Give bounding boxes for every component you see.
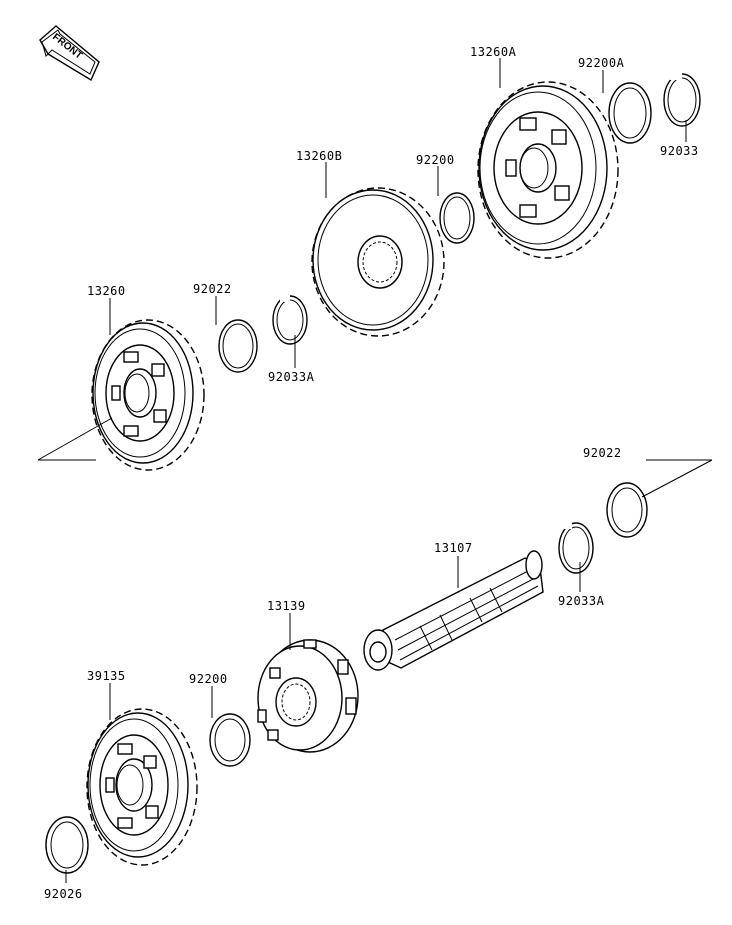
leader-lines [65, 58, 687, 883]
label-13260a: 13260A [470, 45, 517, 59]
label-92200-upper: 92200 [416, 153, 455, 167]
gear-39135 [86, 708, 198, 866]
gear-13260b [311, 187, 445, 337]
label-13139: 13139 [267, 599, 306, 613]
label-92022-lower: 92022 [583, 446, 622, 460]
label-13260b: 13260B [296, 149, 342, 163]
axis-line-upper-left [37, 417, 113, 461]
label-39135: 39135 [87, 669, 126, 683]
shaft-13107 [363, 550, 544, 671]
front-direction-badge: FRONT [39, 25, 100, 82]
label-92033a-lower: 92033A [558, 594, 605, 608]
axis-line-lower-right [641, 459, 713, 498]
hub-13139 [257, 639, 359, 753]
circlip-92033a-upper [272, 295, 308, 345]
washer-92200-lower [209, 713, 251, 767]
washer-92022-lower [606, 482, 648, 538]
circlip-92033a-lower [558, 522, 594, 574]
gear-13260a [477, 81, 619, 259]
circlip-92033 [663, 72, 701, 127]
part-labels: 13260A 92200A 92033 13260B 92200 13260 9… [44, 45, 699, 901]
label-92033a-upper: 92033A [268, 370, 315, 384]
gear-13260 [91, 319, 205, 471]
washer-92026 [45, 816, 89, 874]
label-13260: 13260 [87, 284, 126, 298]
washer-92022-upper [218, 319, 258, 373]
label-92026: 92026 [44, 887, 83, 901]
label-92022-upper: 92022 [193, 282, 232, 296]
washer-92200-upper [439, 192, 475, 244]
label-92200-lower: 92200 [189, 672, 228, 686]
label-13107: 13107 [434, 541, 473, 555]
label-92033: 92033 [660, 144, 699, 158]
label-92200a: 92200A [578, 56, 625, 70]
washer-92200a [608, 82, 652, 144]
